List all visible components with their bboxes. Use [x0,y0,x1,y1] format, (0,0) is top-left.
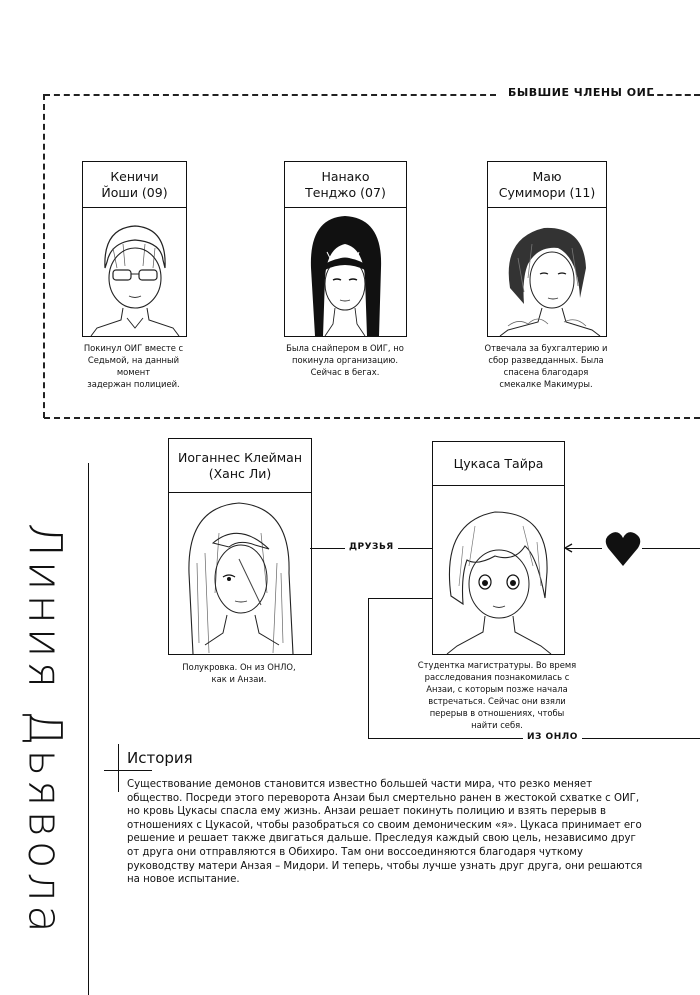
member-desc-nanako: Была снайпером в ОИГ, но покинула органи… [276,342,414,378]
desc-line: найти себя. [471,720,523,730]
desc-line: покинула организацию. [291,355,398,365]
side-rule [88,463,89,995]
history-rule-vertical [118,744,119,792]
desc-line: Была снайпером в ОИГ, но [286,343,404,353]
desc-line: Седьмой, на данный момент [87,355,180,377]
onlo-connector-vertical [368,598,369,738]
character-card-johannes: Иоганнес Клейман (Ханс Ли) [168,438,312,655]
history-title: История [127,749,193,767]
desc-line: расследования познакомилась с [424,672,570,682]
desc-line: Сейчас в бегах. [310,367,380,377]
desc-line: перерыв в отношениях, чтобы [429,708,565,718]
desc-line: смекалке Макимуры. [499,379,593,389]
member-name: Кеничи Йоши (09) [83,162,186,208]
heart-connector-right [642,548,700,549]
portrait-johannes [169,493,311,654]
character-desc-johannes: Полукровка. Он из ОНЛО, как и Анзаи. [178,661,300,685]
member-name-line2: Сумимори (11) [498,184,596,200]
desc-line: сбор разведданных. Была [488,355,604,365]
character-name: Иоганнес Клейман (Ханс Ли) [169,439,311,493]
character-name-line1: Иоганнес Клейман [177,449,303,465]
desc-line: Отвечала за бухгалтерию и [484,343,608,353]
member-card-mayu: Маю Сумимори (11) [487,161,607,337]
member-card-nanako: Нанако Тенджо (07) [284,161,407,337]
member-name: Маю Сумимори (11) [488,162,606,208]
member-card-kenichi: Кеничи Йоши (09) [82,161,187,337]
desc-line: Анзаи, с которым позже начала [426,684,568,694]
member-name-line1: Кеничи [110,168,159,184]
character-name-line2: (Ханс Ли) [208,465,272,481]
member-name-line1: Нанако [321,168,370,184]
history-text: Существование демонов становится известн… [127,779,643,886]
member-name: Нанако Тенджо (07) [285,162,406,208]
from-onlo-label: ИЗ ОНЛО [523,732,582,742]
heart-icon [605,532,641,566]
former-members-frame-top-right [648,94,700,96]
desc-line: спасена благодаря [503,367,589,377]
member-name-line2: Тенджо (07) [305,184,386,200]
character-name-line1: Цукаса Тайра [453,455,544,471]
side-title-text: Линия Дьявола [18,523,72,937]
onlo-connector-top [368,598,432,599]
member-name-line1: Маю [532,168,562,184]
character-card-tsukasa: Цукаса Тайра [432,441,565,655]
side-title: Линия Дьявола [10,515,80,945]
portrait-tsukasa [433,486,564,654]
desc-line: Студентка магистратуры. Во время [417,660,577,670]
former-members-label: БЫВШИЕ ЧЛЕНЫ ОИГ [508,86,654,99]
character-desc-tsukasa: Студентка магистратуры. Во время расслед… [416,659,578,731]
desc-line: встречаться. Сейчас они взяли [428,696,566,706]
member-desc-mayu: Отвечала за бухгалтерию и сбор разведдан… [472,342,620,390]
portrait-mayu [488,208,606,336]
member-desc-kenichi: Покинул ОИГ вместе с Седьмой, на данный … [70,342,197,390]
portrait-nanako [285,208,406,336]
former-members-frame-left [43,94,45,418]
friends-label: ДРУЗЬЯ [345,542,398,552]
member-name-line2: Йоши (09) [101,184,168,200]
heart-connector-left [566,548,602,549]
desc-line: Покинул ОИГ вместе с [83,343,184,353]
portrait-kenichi [83,208,186,336]
desc-line: задержан полицией. [87,379,180,389]
character-name: Цукаса Тайра [433,442,564,486]
history-rule-horizontal [104,770,152,771]
desc-line: Полукровка. Он из ОНЛО, [182,662,296,672]
former-members-frame-top [44,94,496,96]
desc-line: как и Анзаи. [211,674,267,684]
former-members-frame-bottom [44,417,700,419]
arrow-left-icon [563,543,573,553]
